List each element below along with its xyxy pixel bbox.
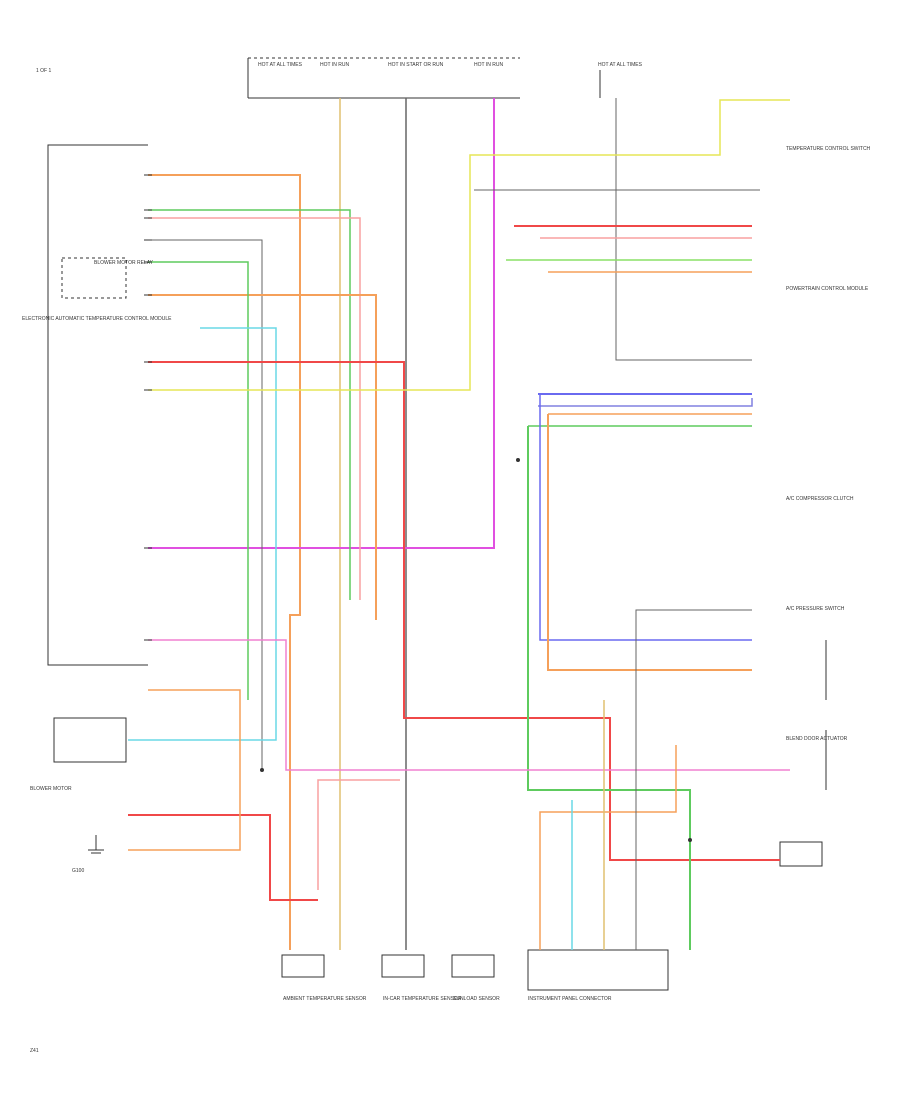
blower-motor-relay: BLOWER MOTOR RELAY [61, 257, 154, 299]
fuse-label-3: HOT IN START OR RUN [388, 62, 444, 68]
wire-orange-7 [128, 689, 241, 851]
wire-cyan-1 [128, 327, 277, 741]
bottom-module-label: INSTRUMENT PANEL CONNECTOR [528, 996, 612, 1002]
wire-orange-1 [148, 174, 301, 950]
blower-motor: BLOWER MOTOR [30, 717, 127, 792]
wire-grey-2 [615, 98, 752, 361]
wire-orange-2 [148, 294, 377, 620]
splice-dots [260, 458, 692, 842]
sensor-2-label: IN-CAR TEMPERATURE SENSOR [383, 996, 462, 1002]
wire-group [128, 98, 790, 950]
wire-purple-1 [538, 398, 753, 407]
bottom-module-box: INSTRUMENT PANEL CONNECTOR [527, 949, 669, 1002]
blower-motor-label: BLOWER MOTOR [30, 786, 72, 792]
figure-label: 1 OF 1 [36, 68, 52, 74]
fuse-label-5: HOT AT ALL TIMES [598, 62, 643, 68]
wire-green-2 [148, 261, 249, 700]
wire-salmon-1 [148, 217, 361, 600]
compressor-label: A/C COMPRESSOR CLUTCH [786, 496, 854, 502]
left-pin-marks [144, 174, 152, 641]
wire-green-1 [148, 209, 351, 600]
wire-pink-2 [148, 639, 790, 771]
right-connector: POWERTRAIN CONTROL MODULE A/C COMPRESSOR… [779, 146, 871, 867]
wire-black-1 [148, 239, 263, 770]
fuse-label-1: HOT AT ALL TIMES [258, 62, 303, 68]
diagram-code: Z41 [30, 1048, 39, 1054]
sensor-2-box: IN-CAR TEMPERATURE SENSOR [381, 954, 462, 1002]
wire-red-1 [148, 361, 780, 861]
actuator-label: BLEND DOOR ACTUATOR [786, 736, 848, 742]
fuse-panel: HOT AT ALL TIMES HOT IN RUN HOT IN START… [247, 57, 643, 99]
wire-red-3 [128, 814, 318, 901]
fuse-label-4: HOT IN RUN [474, 62, 503, 68]
wire-orange-6 [539, 745, 677, 950]
sensor-1-label: AMBIENT TEMPERATURE SENSOR [283, 996, 367, 1002]
wire-orange-5 [547, 414, 752, 671]
wire-grey-3 [635, 609, 752, 950]
temp-switch-label: TEMPERATURE CONTROL SWITCH [786, 146, 871, 152]
left-module-outline: ELECTRONIC AUTOMATIC TEMPERATURE CONTROL… [22, 144, 172, 666]
wire-black-2 [317, 779, 400, 890]
relay-label: BLOWER MOTOR RELAY [94, 260, 154, 266]
left-module-label: ELECTRONIC AUTOMATIC TEMPERATURE CONTROL… [22, 316, 172, 322]
fuse-label-2: HOT IN RUN [320, 62, 349, 68]
ground-symbol: G100 [72, 835, 104, 874]
sensor-3-label: SUNLOAD SENSOR [453, 996, 500, 1002]
wire-blue-2 [539, 394, 752, 641]
right-module-label: POWERTRAIN CONTROL MODULE [786, 286, 869, 292]
wire-yellow-1 [148, 99, 790, 391]
wire-green-4 [527, 426, 691, 950]
wire-pink-1 [148, 98, 495, 549]
sensor-1-box: AMBIENT TEMPERATURE SENSOR [281, 954, 367, 1002]
sensor-3-box: SUNLOAD SENSOR [451, 954, 500, 1002]
pressure-switch-label: A/C PRESSURE SWITCH [786, 606, 845, 612]
ground-label: G100 [72, 868, 84, 874]
